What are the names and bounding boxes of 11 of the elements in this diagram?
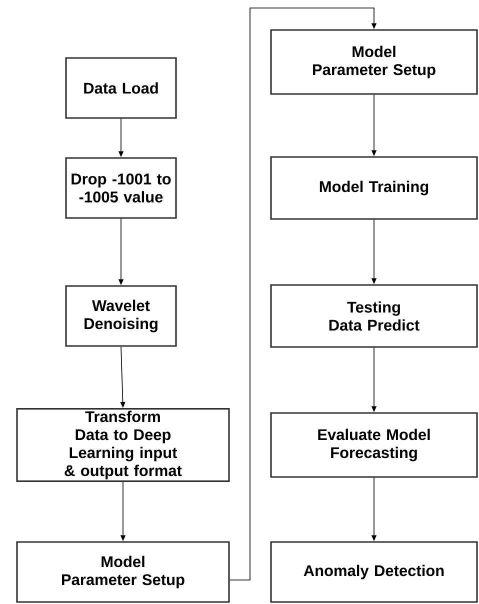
process-box: Data Load xyxy=(65,57,177,119)
process-box: Wavelet Denoising xyxy=(65,285,177,347)
process-box: Model Parameter Setup xyxy=(270,29,478,95)
process-box: Transform Data to Deep Learning input & output format xyxy=(16,408,230,482)
process-box: Testing Data Predict xyxy=(270,284,478,348)
process-box: Anomaly Detection xyxy=(270,541,478,603)
process-box: Model Parameter Setup xyxy=(16,541,230,603)
process-box: Model Training xyxy=(270,156,478,220)
process-box: Evaluate Model Forecasting xyxy=(270,412,478,478)
process-box: Drop -1001 to -1005 value xyxy=(65,157,177,219)
arrow xyxy=(229,8,377,580)
